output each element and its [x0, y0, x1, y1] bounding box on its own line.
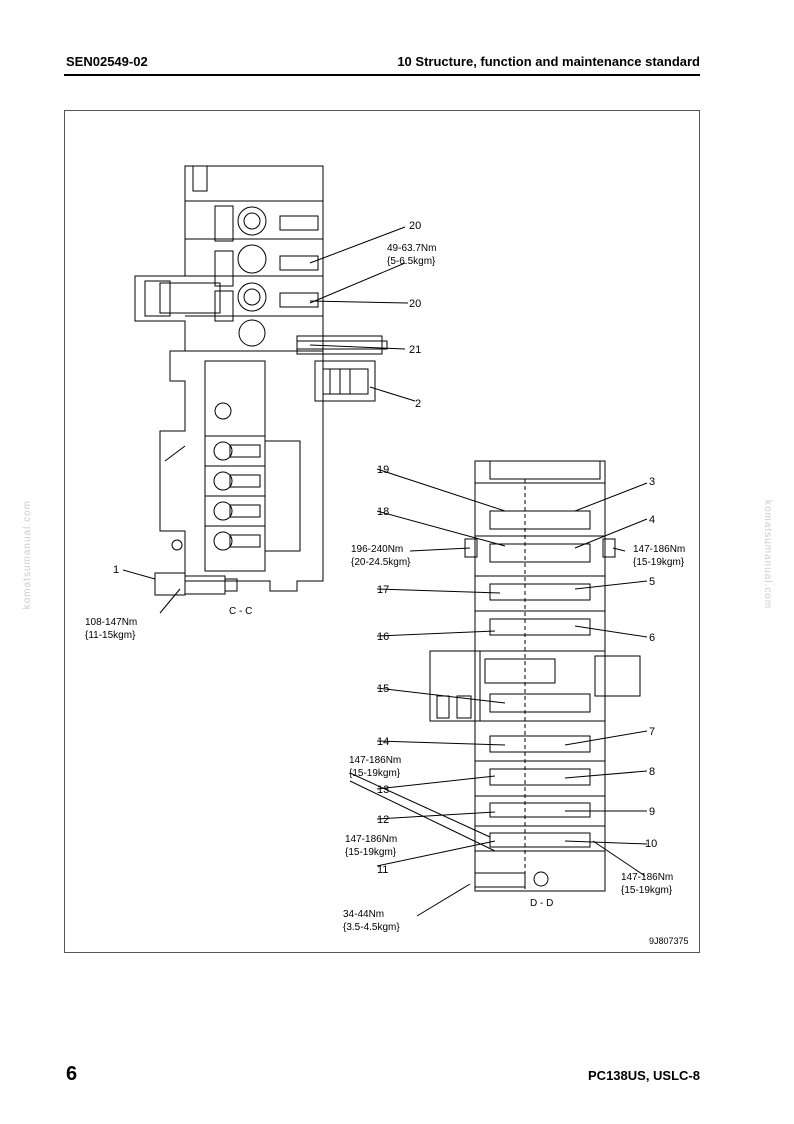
- header-rule: [64, 74, 700, 76]
- callout-19: 19: [377, 464, 389, 476]
- torque-34-kgm: {3.5-4.5kgm}: [343, 922, 400, 933]
- callout-14: 14: [377, 736, 389, 748]
- figure-frame: 20 20 21 2 1 19 18 17 16 15 14 13 12 11 …: [64, 110, 700, 953]
- callout-1: 1: [113, 564, 119, 576]
- torque-34-nm: 34-44Nm: [343, 909, 384, 920]
- valve-drawing: 20 20 21 2 1 19 18 17 16 15 14 13 12 11 …: [85, 165, 689, 946]
- callout-9: 9: [649, 806, 655, 818]
- callout-16: 16: [377, 631, 389, 643]
- callout-2: 2: [415, 398, 421, 410]
- callout-11: 11: [377, 864, 388, 876]
- callout-20b: 20: [409, 298, 421, 310]
- torque-147d-nm: 147-186Nm: [621, 872, 673, 883]
- torque-147c-nm: 147-186Nm: [345, 834, 397, 845]
- torque-196-nm: 196-240Nm: [351, 544, 403, 555]
- torque-147c-kgm: {15-19kgm}: [345, 847, 397, 858]
- torque-147a-nm: 147-186Nm: [633, 544, 685, 555]
- callout-17: 17: [377, 584, 389, 596]
- torque-49-nm: 49-63.7Nm: [387, 243, 436, 254]
- section-title: 10 Structure, function and maintenance s…: [397, 54, 700, 69]
- callout-5: 5: [649, 576, 655, 588]
- document-code: SEN02549-02: [66, 54, 148, 69]
- torque-49-kgm: {5-6.5kgm}: [387, 256, 436, 267]
- torque-147b-nm: 147-186Nm: [349, 755, 401, 766]
- watermark-left: komatsumanual.com: [22, 500, 33, 610]
- model-name: PC138US, USLC-8: [588, 1068, 700, 1083]
- callout-6: 6: [649, 632, 655, 644]
- section-label-dd: D - D: [530, 898, 553, 909]
- callout-8: 8: [649, 766, 655, 778]
- cc-leaders: [122, 226, 416, 614]
- callout-15: 15: [377, 683, 389, 695]
- dd-leaders: [349, 468, 648, 917]
- torque-108-kgm: {11-15kgm}: [85, 630, 136, 641]
- callout-20a: 20: [409, 220, 421, 232]
- torque-108-nm: 108-147Nm: [85, 617, 137, 628]
- torque-147b-kgm: {15-19kgm}: [349, 768, 401, 779]
- callout-18: 18: [377, 506, 389, 518]
- section-label-cc: C - C: [229, 606, 252, 617]
- callout-7: 7: [649, 726, 655, 738]
- watermark-right: komatsumanual.com: [762, 500, 773, 610]
- callout-13: 13: [377, 784, 389, 796]
- callout-10: 10: [645, 838, 657, 850]
- callout-3: 3: [649, 476, 655, 488]
- section-cc-drawing: [134, 165, 388, 596]
- torque-147d-kgm: {15-19kgm}: [621, 885, 673, 896]
- section-dd-drawing: [429, 460, 641, 892]
- callout-12: 12: [377, 814, 389, 826]
- page-number: 6: [66, 1063, 78, 1085]
- torque-147a-kgm: {15-19kgm}: [633, 557, 685, 568]
- figure-id: 9J807375: [649, 936, 689, 946]
- callout-21: 21: [409, 344, 421, 356]
- torque-196-kgm: {20-24.5kgm}: [351, 557, 411, 568]
- callout-4: 4: [649, 514, 655, 526]
